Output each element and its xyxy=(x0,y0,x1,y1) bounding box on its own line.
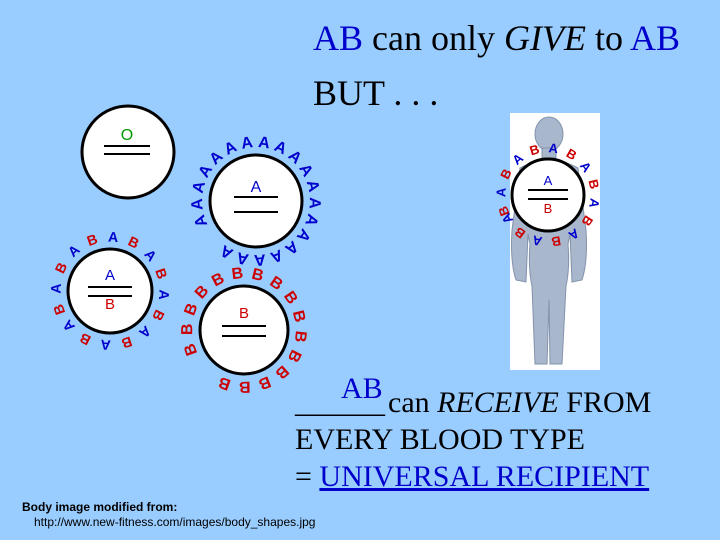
anti-b-antibody-icon: B xyxy=(250,266,265,285)
anti-b-antibody-icon: B xyxy=(280,288,301,307)
anti-a-antibody-icon: A xyxy=(257,134,271,153)
ab-cell-top-label: A xyxy=(105,267,115,284)
anti-b-antibody-icon: B xyxy=(209,270,227,290)
anti-b-antibody-icon: B xyxy=(550,233,562,249)
statement-blank: ______ xyxy=(295,386,385,419)
anti-a-antibody-icon: A xyxy=(548,140,560,156)
anti-a-antibody-icon: A xyxy=(136,323,154,342)
statement-rest: can RECEIVE FROM xyxy=(388,386,651,420)
title-ab-1: AB xyxy=(313,18,364,58)
title-give: GIVE xyxy=(503,18,586,58)
a-cell-label: A xyxy=(251,179,262,196)
anti-a-antibody-icon: A xyxy=(303,178,323,194)
ab-cell-bottom-label: B xyxy=(105,296,115,313)
anti-b-antibody-icon: B xyxy=(528,141,541,158)
anti-a-antibody-icon: A xyxy=(100,337,111,354)
anti-a-antibody-icon: A xyxy=(207,148,227,169)
anti-b-antibody-icon: B xyxy=(256,372,273,392)
o-cell: O xyxy=(80,104,176,200)
anti-b-antibody-icon: B xyxy=(585,178,602,191)
b-cell-label: B xyxy=(239,305,249,322)
statement-line-2: EVERY BLOOD TYPE xyxy=(295,423,586,456)
anti-b-antibody-icon: B xyxy=(126,233,142,252)
statement-ab: AB xyxy=(341,372,383,405)
statement-equals: = xyxy=(295,460,320,493)
anti-b-antibody-icon: B xyxy=(50,302,68,317)
anti-b-antibody-icon: B xyxy=(289,309,308,324)
image-credit: Body image modified from: http://www.new… xyxy=(22,500,315,530)
anti-b-antibody-icon: B xyxy=(192,282,212,302)
anti-b-antibody-icon: B xyxy=(182,301,202,318)
statement-from: FROM xyxy=(558,386,652,419)
anti-a-antibody-icon: A xyxy=(48,283,64,294)
statement-ab-fill: AB xyxy=(341,372,383,406)
credit-line-1: Body image modified from: xyxy=(22,500,178,514)
anti-a-antibody-icon: A xyxy=(195,162,216,181)
statement-can: can xyxy=(388,386,438,419)
anti-a-antibody-icon: A xyxy=(301,212,321,229)
anti-a-antibody-icon: A xyxy=(295,161,316,180)
anti-a-antibody-icon: A xyxy=(586,197,603,209)
anti-a-antibody-icon: A xyxy=(59,317,78,335)
credit-line-2: http://www.new-fitness.com/images/body_s… xyxy=(34,515,316,529)
anti-a-antibody-icon: A xyxy=(156,289,173,300)
anti-a-antibody-icon: A xyxy=(272,138,290,158)
anti-b-antibody-icon: B xyxy=(179,323,196,335)
anti-b-antibody-icon: B xyxy=(284,347,304,365)
title-line-1: AB can only GIVE to AB xyxy=(313,18,680,58)
title-ab-2: AB xyxy=(629,18,680,58)
statement-line-1: ______ xyxy=(295,386,385,420)
anti-a-antibody-icon: A xyxy=(222,138,240,159)
anti-b-antibody-icon: B xyxy=(152,266,170,281)
o-cell-label: O xyxy=(121,127,133,144)
anti-a-antibody-icon: A xyxy=(65,241,83,260)
anti-b-antibody-icon: B xyxy=(77,330,93,349)
body-cell-top-label: A xyxy=(544,173,553,188)
statement-receive: RECEIVE xyxy=(437,386,559,419)
title-line-2: BUT . . . xyxy=(313,73,439,113)
title-middle: can only xyxy=(363,18,504,58)
anti-a-antibody-icon: A xyxy=(268,246,285,266)
title-to: to xyxy=(585,18,630,58)
anti-a-antibody-icon: A xyxy=(253,250,266,268)
anti-b-antibody-icon: B xyxy=(120,333,135,351)
body-cell-bottom-label: B xyxy=(544,201,553,216)
anti-a-antibody-icon: A xyxy=(493,187,509,198)
anti-b-antibody-icon: B xyxy=(266,273,285,294)
anti-b-antibody-icon: B xyxy=(239,378,251,395)
anti-b-antibody-icon: B xyxy=(272,362,292,382)
anti-a-antibody-icon: A xyxy=(240,134,254,153)
anti-a-antibody-icon: A xyxy=(190,179,209,195)
anti-a-antibody-icon: A xyxy=(235,248,251,267)
anti-b-antibody-icon: B xyxy=(181,341,201,358)
anti-a-antibody-icon: A xyxy=(530,232,543,249)
statement-line-3: = UNIVERSAL RECIPIENT xyxy=(295,460,649,494)
anti-a-antibody-icon: A xyxy=(189,198,207,211)
statement-answer: UNIVERSAL RECIPIENT xyxy=(319,460,650,493)
anti-a-antibody-icon: A xyxy=(191,212,211,229)
anti-a-antibody-icon: A xyxy=(306,197,323,210)
anti-b-antibody-icon: B xyxy=(231,265,244,283)
anti-b-antibody-icon: B xyxy=(216,373,233,393)
anti-b-antibody-icon: B xyxy=(291,330,309,343)
anti-a-antibody-icon: A xyxy=(217,241,236,262)
anti-b-antibody-icon: B xyxy=(149,307,168,323)
anti-a-antibody-icon: A xyxy=(108,229,119,246)
anti-b-antibody-icon: B xyxy=(52,260,71,276)
anti-a-antibody-icon: A xyxy=(281,237,301,258)
anti-a-antibody-icon: A xyxy=(141,246,160,264)
anti-b-antibody-icon: B xyxy=(85,231,100,249)
